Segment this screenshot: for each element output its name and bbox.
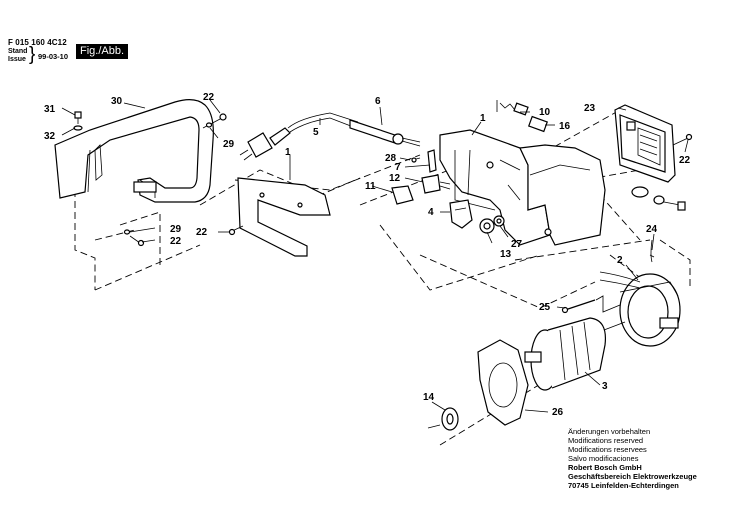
leader-lines	[61, 99, 689, 413]
part-2-stator[interactable]	[599, 271, 681, 347]
label-1-top: 1	[480, 113, 486, 124]
label-29-top: 29	[223, 139, 235, 150]
part-23-cover[interactable]	[614, 104, 676, 183]
part-28-screw[interactable]	[411, 157, 421, 163]
part-24-wire[interactable]	[649, 239, 655, 263]
footer-notice: Änderungen vorbehalten Modifications res…	[568, 427, 697, 490]
part-27-washer[interactable]	[493, 215, 505, 227]
footer-line-es: Salvo modificaciones	[568, 454, 639, 463]
part-4-electronic-module[interactable]	[449, 199, 473, 229]
part-22-screw-top[interactable]	[202, 113, 227, 129]
part-29-washer-low[interactable]	[123, 229, 131, 235]
issue-date: 99-03-10	[38, 52, 69, 61]
label-13: 13	[500, 249, 512, 260]
part-25-screw[interactable]	[561, 295, 621, 314]
label-3: 3	[602, 381, 608, 392]
issue-label: Issue	[8, 56, 26, 63]
stand-label: Stand	[8, 48, 28, 55]
label-27: 27	[511, 239, 523, 250]
company-address: 70745 Leinfelden-Echterdingen	[568, 481, 679, 490]
label-2: 2	[617, 255, 623, 266]
part-16-carbon-brush[interactable]	[528, 115, 548, 133]
part-1-housing-side[interactable]	[237, 177, 331, 257]
label-23: 23	[584, 103, 596, 114]
company-name: Robert Bosch GmbH	[568, 463, 642, 472]
figure-label: Fig./Abb. 2	[76, 44, 128, 72]
label-7: 7	[395, 162, 401, 173]
label-25: 25	[539, 302, 551, 313]
label-6: 6	[375, 96, 381, 107]
part-1-housing[interactable]	[439, 129, 606, 246]
document-number: F 015 160 4C12	[8, 38, 67, 47]
label-11: 11	[365, 181, 376, 192]
company-division: Geschäftsbereich Elektrowerkzeuge	[568, 472, 697, 481]
capacitor-assembly[interactable]	[631, 186, 686, 211]
label-26: 26	[552, 407, 564, 418]
stand-issue-label: Stand Issue	[8, 48, 27, 64]
part-5-power-cable[interactable]	[239, 112, 359, 161]
label-1-left: 1	[285, 147, 291, 158]
part-3-armature[interactable]	[524, 317, 626, 391]
label-12: 12	[389, 173, 401, 184]
footer-line-fr: Modifications reservees	[568, 445, 647, 454]
footer-line-en: Modifications reserved	[568, 436, 644, 445]
label-4: 4	[428, 207, 434, 218]
label-22-mid: 22	[196, 227, 208, 238]
part-14-bearing[interactable]	[427, 407, 459, 431]
label-5: 5	[313, 127, 319, 138]
part-32-washer[interactable]	[73, 125, 83, 131]
label-22-top: 22	[203, 92, 215, 103]
part-7-cable-clamp[interactable]	[427, 149, 437, 173]
label-14: 14	[423, 392, 435, 403]
label-22-low: 22	[170, 236, 182, 247]
label-28: 28	[385, 153, 397, 164]
part-22-screw-low[interactable]	[129, 235, 145, 247]
part-22-screw-mid[interactable]	[228, 225, 244, 236]
label-10: 10	[539, 107, 551, 118]
part-29-washer-top[interactable]	[205, 122, 213, 128]
part-11-switch-button[interactable]	[391, 185, 414, 205]
part-labels: 31 32 30 22 29 6 5 1 10 16 23 22 28 7 12…	[44, 92, 691, 418]
label-22-right: 22	[679, 155, 691, 166]
label-32: 32	[44, 131, 56, 142]
part-13-bearing[interactable]	[479, 218, 495, 234]
part-6-cable-sleeve[interactable]	[349, 119, 421, 147]
part-10-brush-holder[interactable]	[496, 100, 529, 116]
label-16: 16	[559, 121, 571, 132]
part-26-fan-guide[interactable]	[477, 339, 529, 426]
part-22-screw-right[interactable]	[672, 133, 693, 146]
part-30-handle[interactable]	[54, 99, 214, 203]
label-31: 31	[44, 104, 56, 115]
label-30: 30	[111, 96, 123, 107]
label-24: 24	[646, 224, 658, 235]
footer-line-de: Änderungen vorbehalten	[568, 427, 651, 436]
part-31-screw[interactable]	[74, 111, 82, 124]
label-29-low: 29	[170, 224, 182, 235]
brace-symbol: }	[29, 44, 36, 65]
part-12-switch[interactable]	[421, 174, 451, 194]
